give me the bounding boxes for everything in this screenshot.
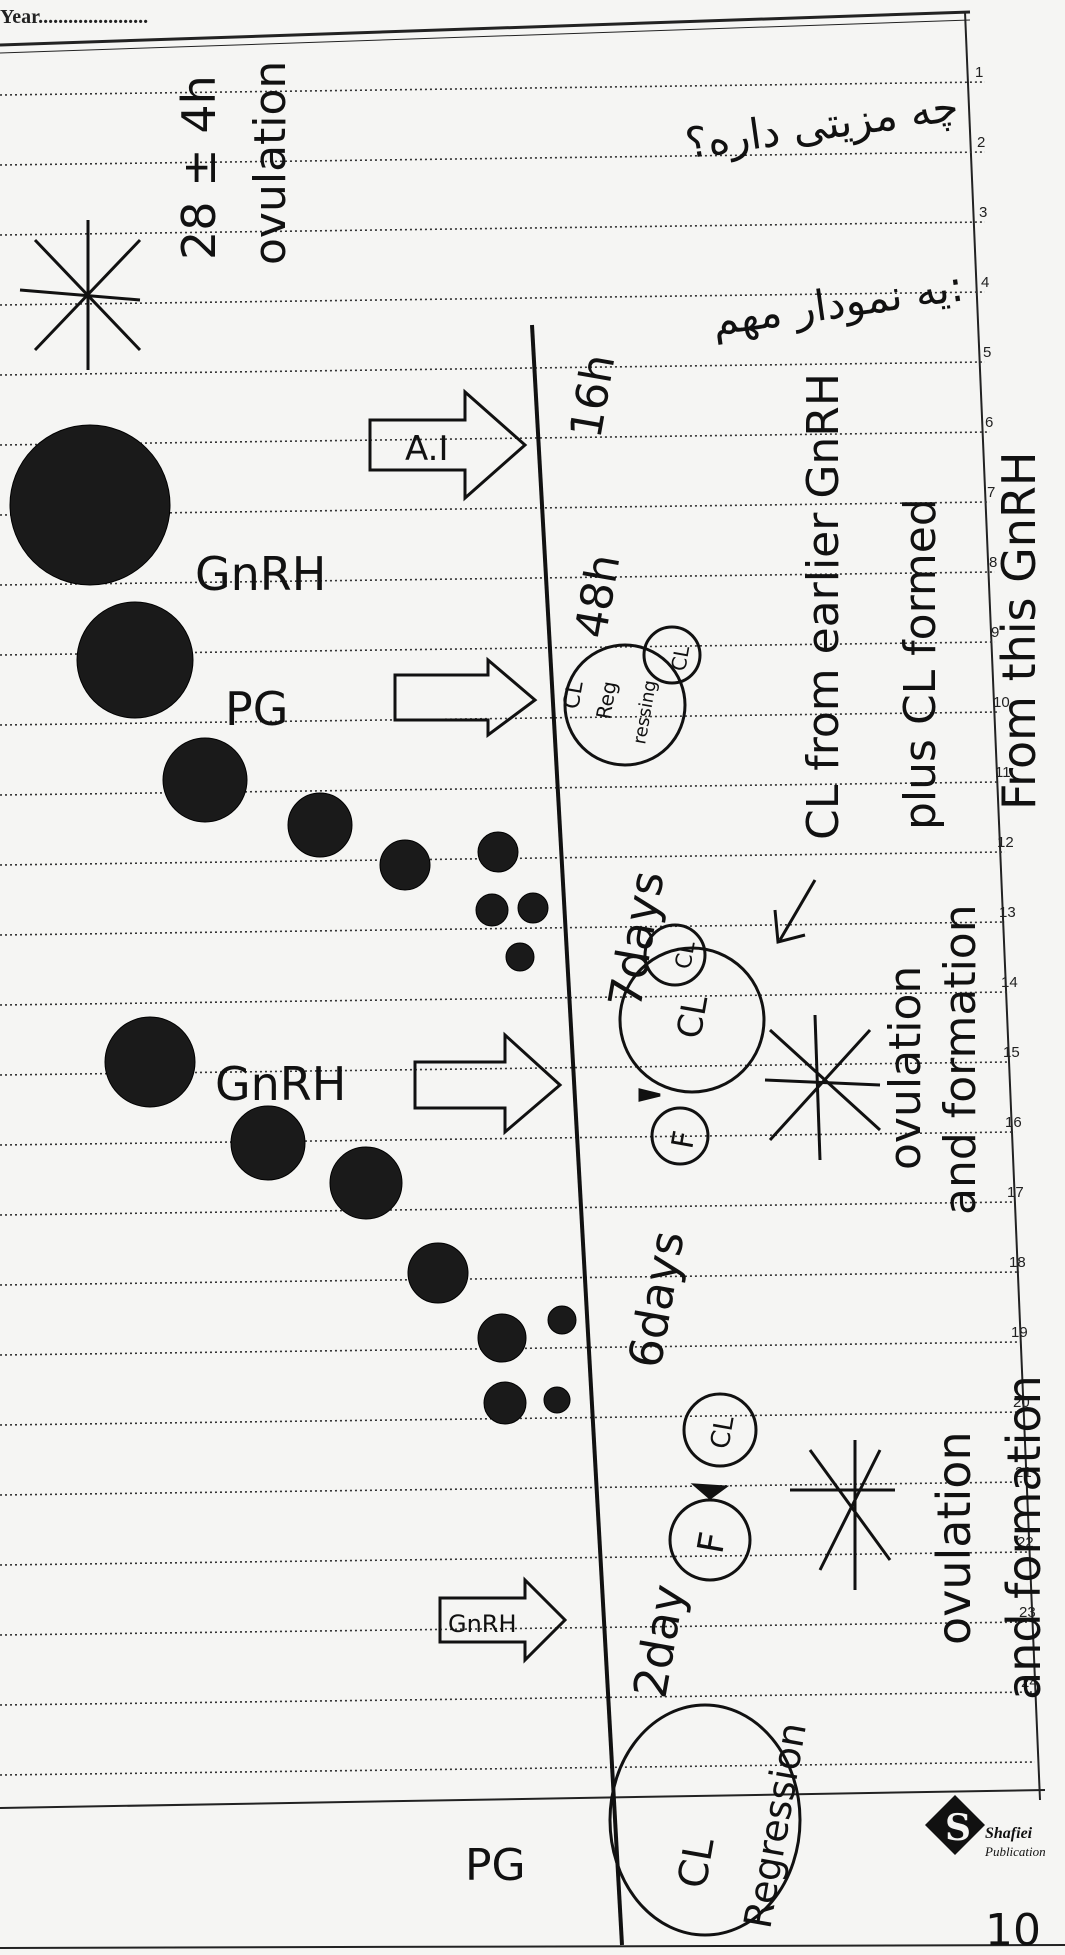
line-number: 16 (1005, 1114, 1022, 1131)
line-number: 19 (1011, 1324, 1028, 1341)
ovulation-time-label: 28 ± 4h (172, 75, 226, 260)
label-gnrh-top: GnRH (195, 547, 326, 601)
f-low-label: F (690, 1529, 734, 1557)
note-ovulation-2: ovulation (927, 1431, 981, 1645)
label-gnrh-mid: GnRH (215, 1057, 346, 1111)
ovulation-star-icon (20, 220, 140, 370)
reg-label: Reg (591, 679, 621, 721)
ovulation-star-icon (765, 1015, 880, 1160)
persian-subtitle: یه نمودار مهم: (709, 261, 967, 346)
svg-text:S: S (945, 1807, 971, 1849)
line-number: 2 (977, 134, 985, 151)
cl-regression-label: CL (670, 1834, 724, 1892)
line-number: 13 (999, 904, 1016, 921)
line-number: 14 (1001, 974, 1018, 991)
ruled-lines (0, 82, 1035, 1775)
line-number: 17 (1007, 1184, 1024, 1201)
note-earlier-gnrh: CL from earlier GnRH (798, 373, 849, 840)
publisher-logo: S (925, 1795, 985, 1855)
page-number: 10 (985, 1905, 1041, 1955)
cl-small-label: CL (666, 643, 694, 673)
persian-title: چه مزیتی داره؟ (682, 81, 961, 168)
ovulation-star-icon (790, 1440, 895, 1590)
cl-mid-small-label: CL (671, 939, 701, 971)
timeline-7days: 7days (598, 867, 675, 1012)
line-number: 12 (997, 834, 1014, 851)
cl-reg-label: CL (559, 679, 589, 711)
cl-mid-big-label: CL (669, 993, 716, 1042)
ressing-label: ressing (629, 679, 661, 746)
timeline-48h: 48h (566, 550, 631, 641)
label-pg: PG (225, 682, 288, 736)
note-ovulation: ovulation (880, 966, 931, 1170)
cl-low-label: CL (705, 1413, 740, 1451)
note-and-formation: and formation (935, 904, 986, 1215)
note-from-gnrh: From this GnRH (992, 452, 1046, 811)
label-pg-bottom: PG (465, 1840, 526, 1891)
timeline-6days: 6days (618, 1227, 695, 1372)
line-number: 5 (983, 344, 991, 361)
line-number: 3 (979, 204, 987, 221)
timeline-16h: 16h (561, 350, 626, 441)
line-number: 18 (1009, 1254, 1026, 1271)
pointer-arrow-icon (775, 880, 815, 942)
gnrh-small-arrow-label: GnRH (448, 1610, 517, 1638)
regression-label: Regression (736, 1719, 815, 1931)
note-plus-cl: plus CL formed (895, 498, 946, 830)
ovulation-label: ovulation (245, 61, 296, 265)
line-number: 4 (981, 274, 989, 291)
pg-arrow (395, 660, 535, 735)
line-number: 15 (1003, 1044, 1020, 1061)
line-number: 1 (975, 64, 983, 81)
publisher-name: Shafiei (985, 1825, 1033, 1842)
publisher-subtitle: Publication (984, 1844, 1046, 1859)
line-number: 6 (985, 414, 993, 431)
note-and-formation-2: and formation (997, 1375, 1051, 1700)
timeline-2day: 2day (623, 1580, 696, 1702)
ai-arrow-label: A.I (405, 429, 449, 469)
gnrh-arrow (415, 1035, 560, 1132)
f-mid-label: F (665, 1128, 702, 1151)
